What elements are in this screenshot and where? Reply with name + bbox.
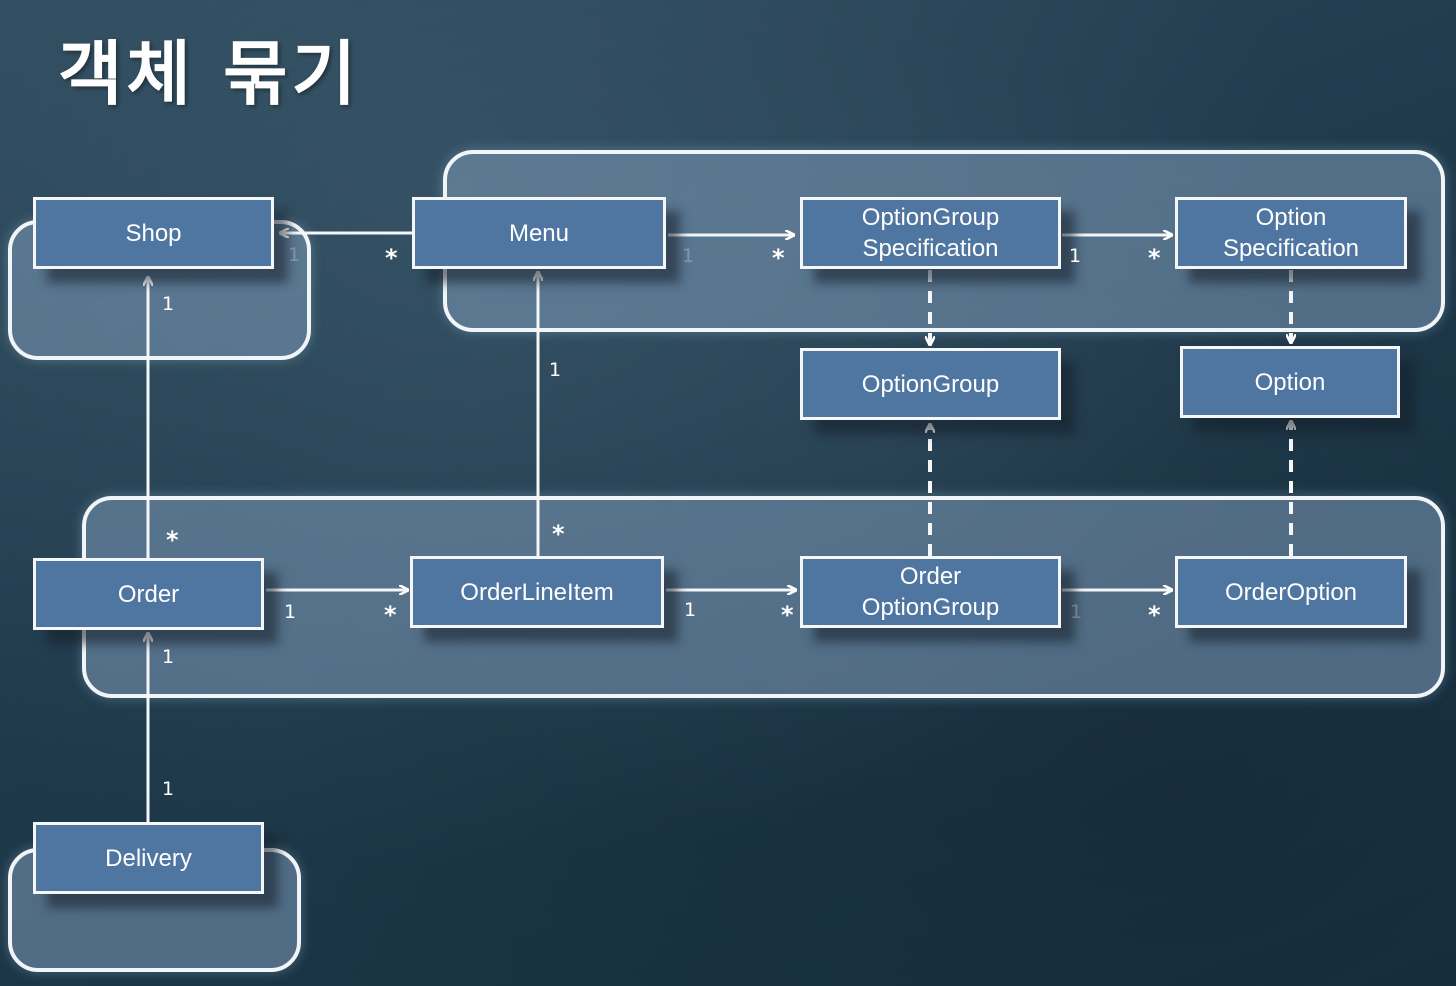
multiplicity-menu-oli-many: * <box>552 520 565 548</box>
multiplicity-ogs-os-many: * <box>1148 244 1161 272</box>
class-menu-label: Menu <box>508 219 570 247</box>
class-order-option-group-line2: OptionGroup <box>861 594 1000 621</box>
class-order-option-label: OrderOption <box>1224 578 1358 606</box>
multiplicity-oog-oo-many: * <box>1148 601 1161 629</box>
class-option-label: Option <box>1254 368 1326 396</box>
class-delivery-label: Delivery <box>105 844 192 872</box>
multiplicity-order-oli-one: 1 <box>284 601 297 623</box>
class-option[interactable]: Option <box>1180 346 1400 418</box>
multiplicity-order-delivery-one: 1 <box>162 646 175 668</box>
multiplicity-oli-oog-many: * <box>781 601 794 629</box>
class-option-group-specification-line2: Specification <box>862 235 999 262</box>
class-order-line-item[interactable]: OrderLineItem <box>410 556 664 628</box>
class-option-group-specification[interactable]: OptionGroup Specification <box>800 197 1061 269</box>
class-shop-label: Shop <box>125 219 182 247</box>
multiplicity-oli-oog-one: 1 <box>684 599 697 621</box>
class-option-group-specification-line1: OptionGroup <box>861 204 1000 231</box>
class-order-option[interactable]: OrderOption <box>1175 556 1407 628</box>
class-order-option-group[interactable]: Order OptionGroup <box>800 556 1061 628</box>
page-title: 객체 묶기 <box>58 33 360 115</box>
multiplicity-menu-oli-one: 1 <box>549 359 562 381</box>
multiplicity-oog-oo-one: 1 <box>1070 601 1083 623</box>
class-option-group-label: OptionGroup <box>861 370 1000 398</box>
class-order[interactable]: Order <box>33 558 264 630</box>
multiplicity-order-oli-many: * <box>384 601 397 629</box>
class-menu[interactable]: Menu <box>412 197 666 269</box>
class-option-specification[interactable]: Option Specification <box>1175 197 1407 269</box>
multiplicity-delivery-order-one: 1 <box>162 778 175 800</box>
multiplicity-menu-ogs-one: 1 <box>682 245 695 267</box>
class-delivery[interactable]: Delivery <box>33 822 264 894</box>
class-option-specification-line1: Option <box>1255 204 1327 231</box>
multiplicity-shop-menu-one: 1 <box>288 244 301 266</box>
class-shop[interactable]: Shop <box>33 197 274 269</box>
multiplicity-shop-order-one: 1 <box>162 293 175 315</box>
class-option-group[interactable]: OptionGroup <box>800 348 1061 420</box>
multiplicity-shop-order-many: * <box>166 526 179 554</box>
multiplicity-menu-ogs-many: * <box>772 244 785 272</box>
class-order-label: Order <box>117 580 180 608</box>
multiplicity-shop-menu-many: * <box>385 244 398 272</box>
multiplicity-ogs-os-one: 1 <box>1069 245 1082 267</box>
class-order-line-item-label: OrderLineItem <box>460 578 614 606</box>
class-order-option-group-line1: Order <box>899 563 962 590</box>
class-option-specification-line2: Specification <box>1222 235 1360 262</box>
